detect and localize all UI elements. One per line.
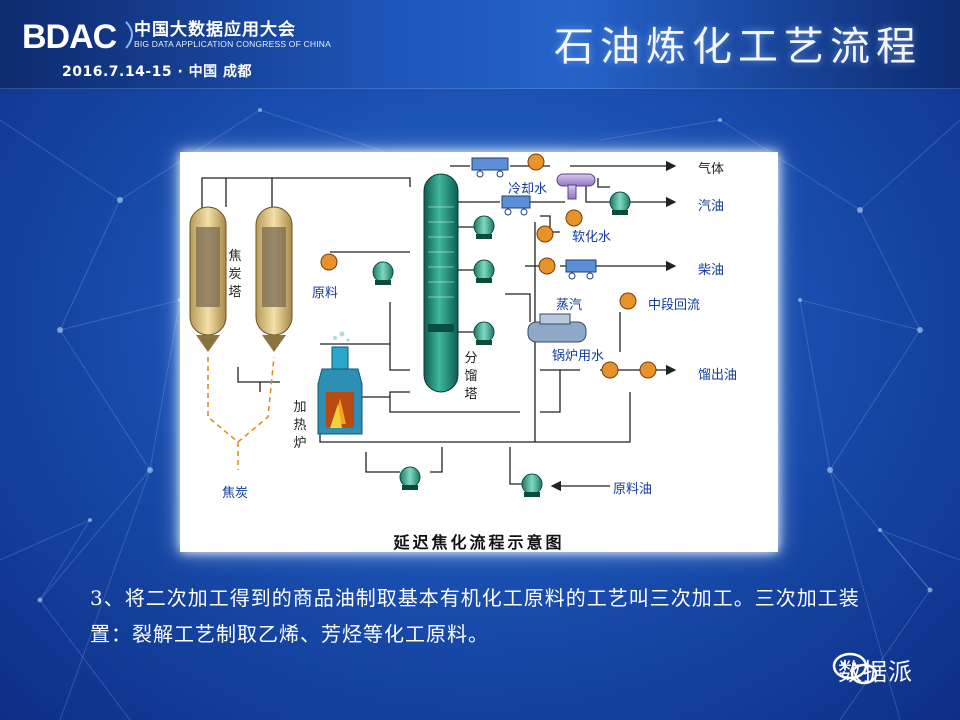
label-heating-furnace: 加热炉 [293,400,307,451]
label-gas: 气体 [698,162,725,177]
slide-title: 石油炼化工艺流程 [554,24,922,70]
conference-name-cn: 中国大数据应用大会 [134,20,296,40]
label-boiler-water: 锅炉用水 [552,349,605,364]
air-cooler-group [471,157,597,280]
pump [473,321,495,345]
header-band: BDAC 中国大数据应用大会 BIG DATA APPLICATION CONG… [0,0,960,89]
pump [609,191,631,215]
gas-separator [556,173,596,200]
process-diagram-drawing [189,153,677,497]
steam-generator [527,313,587,343]
label-distillate: 馏出油 [698,368,738,383]
label-coke: 焦炭 [222,486,249,501]
coke-tower-right [255,206,293,352]
pump [473,259,495,283]
conference-name-en: BIG DATA APPLICATION CONGRESS OF CHINA [134,39,331,49]
label-gasoline: 汽油 [698,199,725,214]
coke-tower-left [189,206,227,352]
heating-furnace [317,331,363,435]
logo-text: BDAC [22,18,117,56]
pump [473,215,495,239]
process-diagram: 气体 冷却水 汽油 软化水 柴油 原料 焦炭塔 蒸汽 中段回流 分馏塔 锅炉用水… [180,152,778,552]
label-feed-oil: 原料油 [613,482,653,497]
bdac-logo: BDAC [22,18,133,56]
label-steam: 蒸汽 [556,298,583,313]
diagram-caption-text: 延迟焦化流程示意图 [393,533,565,552]
label-diesel: 柴油 [698,263,725,278]
label-feed: 原料 [312,286,339,301]
pump [372,261,394,285]
label-soft-water: 软化水 [572,230,612,245]
label-cooling-water: 冷却水 [508,182,548,197]
wechat-icon [832,652,878,685]
label-mid-reflux: 中段回流 [648,298,701,313]
label-coke-tower: 焦炭塔 [228,249,242,300]
conference-date-place: 2016.7.14-15 · 中国 成都 [62,64,253,80]
watermark-text: 数据派 [838,658,913,686]
pump [521,473,543,497]
label-fractionation-tower: 分馏塔 [464,351,478,402]
body-paragraph: 3、将二次加工得到的商品油制取基本有机化工原料的工艺叫三次加工。三次加工装置：裂… [90,586,860,646]
heat-exchanger-group [320,153,657,379]
fractionation-tower [423,173,459,393]
pump [399,466,421,490]
pump-group [372,191,631,497]
coke-discharge-lines [207,356,275,470]
